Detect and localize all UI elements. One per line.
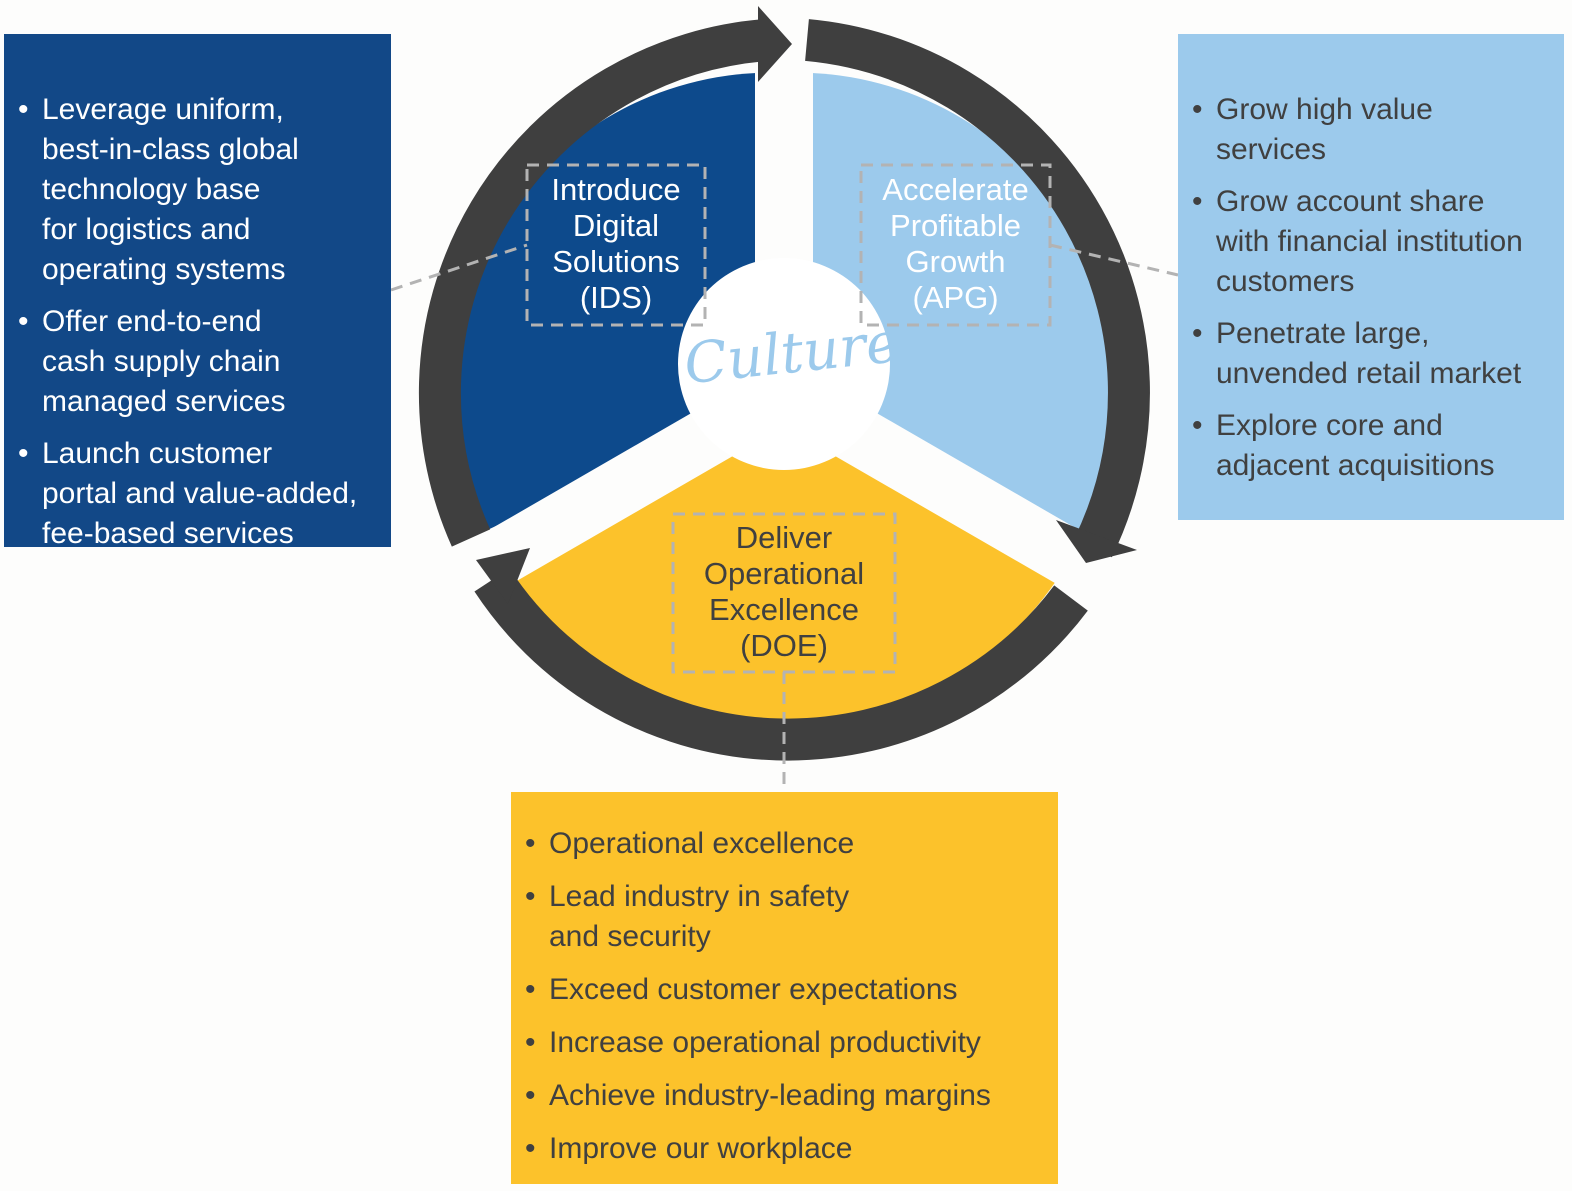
cycle-arrow-ids [418, 19, 768, 547]
segment-label-doe: Deliver Operational Excellence (DOE) [703, 520, 865, 663]
arrowhead-doe [476, 548, 530, 604]
panel-doe: Operational excellence Lead industry in … [511, 792, 1058, 1184]
list-item: Achieve industry-leading margins [511, 1076, 1058, 1116]
list-item: Exceed customer expectations [511, 970, 1058, 1010]
list-item: Grow high value services [1178, 90, 1564, 170]
center-circle [678, 258, 890, 470]
arrowhead-apg [1056, 520, 1137, 563]
connector-ids [390, 243, 528, 292]
list-item: Operational excellence [511, 824, 1058, 864]
apg-bullet-list: Grow high value services Grow account sh… [1178, 90, 1564, 486]
cycle-arrow-doe [474, 568, 1088, 761]
label-box-ids [525, 163, 707, 327]
list-item: Improve our workplace [511, 1129, 1058, 1169]
cycle-arrow-apg [805, 19, 1150, 558]
segment-label-ids: Introduce Digital Solutions (IDS) [551, 172, 681, 315]
list-item: Increase operational productivity [511, 1023, 1058, 1063]
panel-apg: Grow high value services Grow account sh… [1178, 34, 1564, 520]
segment-doe [506, 393, 1062, 725]
segment-label-apg: Accelerate Profitable Growth (APG) [882, 172, 1029, 315]
connector-apg [1049, 243, 1179, 277]
list-item: Offer end-to-end cash supply chain manag… [4, 302, 391, 422]
list-item: Launch customer portal and value-added, … [4, 434, 391, 554]
list-item: Penetrate large, unvended retail market [1178, 314, 1564, 394]
arrowhead-ids [758, 6, 792, 82]
list-item: Leverage uniform, best-in-class global t… [4, 90, 391, 290]
list-item: Grow account share with financial instit… [1178, 182, 1564, 302]
doe-bullet-list: Operational excellence Lead industry in … [511, 824, 1058, 1169]
ids-bullet-list: Leverage uniform, best-in-class global t… [4, 90, 391, 554]
list-item: Explore core and adjacent acquisitions [1178, 406, 1564, 486]
list-item: Lead industry in safety and security [511, 877, 1058, 957]
panel-ids: Leverage uniform, best-in-class global t… [4, 34, 391, 550]
